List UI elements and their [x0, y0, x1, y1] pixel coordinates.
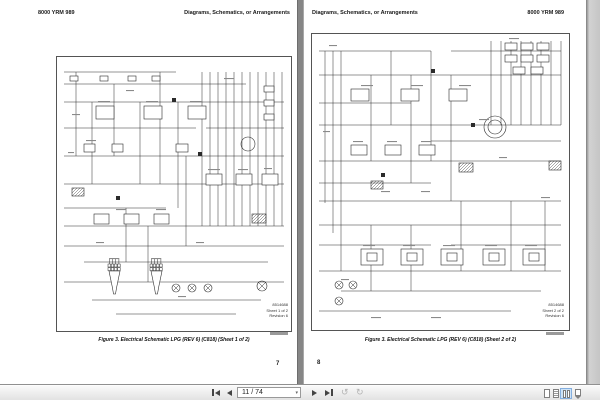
- vertical-scrollbar[interactable]: [586, 0, 600, 384]
- single-page-view-button[interactable]: [542, 388, 551, 399]
- drawing-number: 8514688: [272, 302, 288, 307]
- page-number-input[interactable]: 11 / 74 ▾: [237, 387, 301, 398]
- previous-view-button[interactable]: ↺: [341, 387, 349, 397]
- figure-caption: Figure 3. Electrical Schematic LPG (REV …: [364, 337, 517, 343]
- last-page-icon: [324, 389, 330, 396]
- last-page-icon: [330, 389, 333, 396]
- sheet-label: Sheet 1 of 2: [266, 307, 288, 313]
- previous-page-button[interactable]: [224, 387, 235, 398]
- scroll-page-icon: [574, 388, 581, 396]
- form-number-mark: [270, 332, 288, 335]
- electrical-schematic-sheet-2: [311, 33, 570, 331]
- sheet-label: Sheet 2 of 2: [542, 307, 564, 313]
- down-arrow-icon: [574, 395, 581, 399]
- drawing-number: 8514688: [548, 302, 564, 307]
- page-gap-divider: [297, 0, 304, 384]
- previous-page-icon: [227, 389, 232, 396]
- single-page-icon: [543, 389, 550, 398]
- page-dropdown-icon[interactable]: ▾: [295, 390, 298, 396]
- form-number-mark: [546, 332, 564, 335]
- page-header-model: 8000 YRM 989: [38, 10, 75, 16]
- revision-label: Revision 6: [269, 313, 288, 318]
- figure-caption: Figure 3. Electrical Schematic LPG (REV …: [98, 337, 250, 343]
- electrical-schematic-sheet-1: [56, 56, 292, 332]
- continuous-view-button[interactable]: [551, 388, 560, 399]
- next-page-icon: [312, 389, 317, 396]
- two-page-scroll-view-button[interactable]: [573, 388, 582, 399]
- page-header-section: Diagrams, Schematics, or Arrangements: [184, 10, 290, 16]
- bottom-toolbar: 11 / 74 ▾ ↺ ↻ 89: [0, 384, 600, 400]
- two-page-icon: [566, 389, 570, 398]
- page-number: 8: [317, 360, 321, 366]
- two-page-view-button[interactable]: [560, 388, 572, 399]
- page-header-section: Diagrams, Schematics, or Arrangements: [312, 10, 418, 16]
- page-number: 7: [276, 361, 280, 367]
- two-page-icon: [562, 389, 566, 398]
- next-page-button[interactable]: [309, 387, 320, 398]
- last-page-button[interactable]: [322, 387, 335, 398]
- revision-label: Revision 6: [545, 313, 564, 318]
- continuous-page-icon: [552, 389, 559, 398]
- page-header-model: 8000 YRM 989: [527, 10, 564, 16]
- next-view-button[interactable]: ↻: [356, 387, 364, 397]
- first-page-icon: [214, 389, 220, 396]
- first-page-button[interactable]: [209, 387, 222, 398]
- sheet-info-block: 8514688 Sheet 2 of 2 Revision 6: [542, 302, 564, 319]
- first-page-icon: [211, 389, 214, 396]
- sheet-info-block: 8514688 Sheet 1 of 2 Revision 6: [266, 302, 288, 319]
- page-number-value: 11 / 74: [242, 389, 263, 396]
